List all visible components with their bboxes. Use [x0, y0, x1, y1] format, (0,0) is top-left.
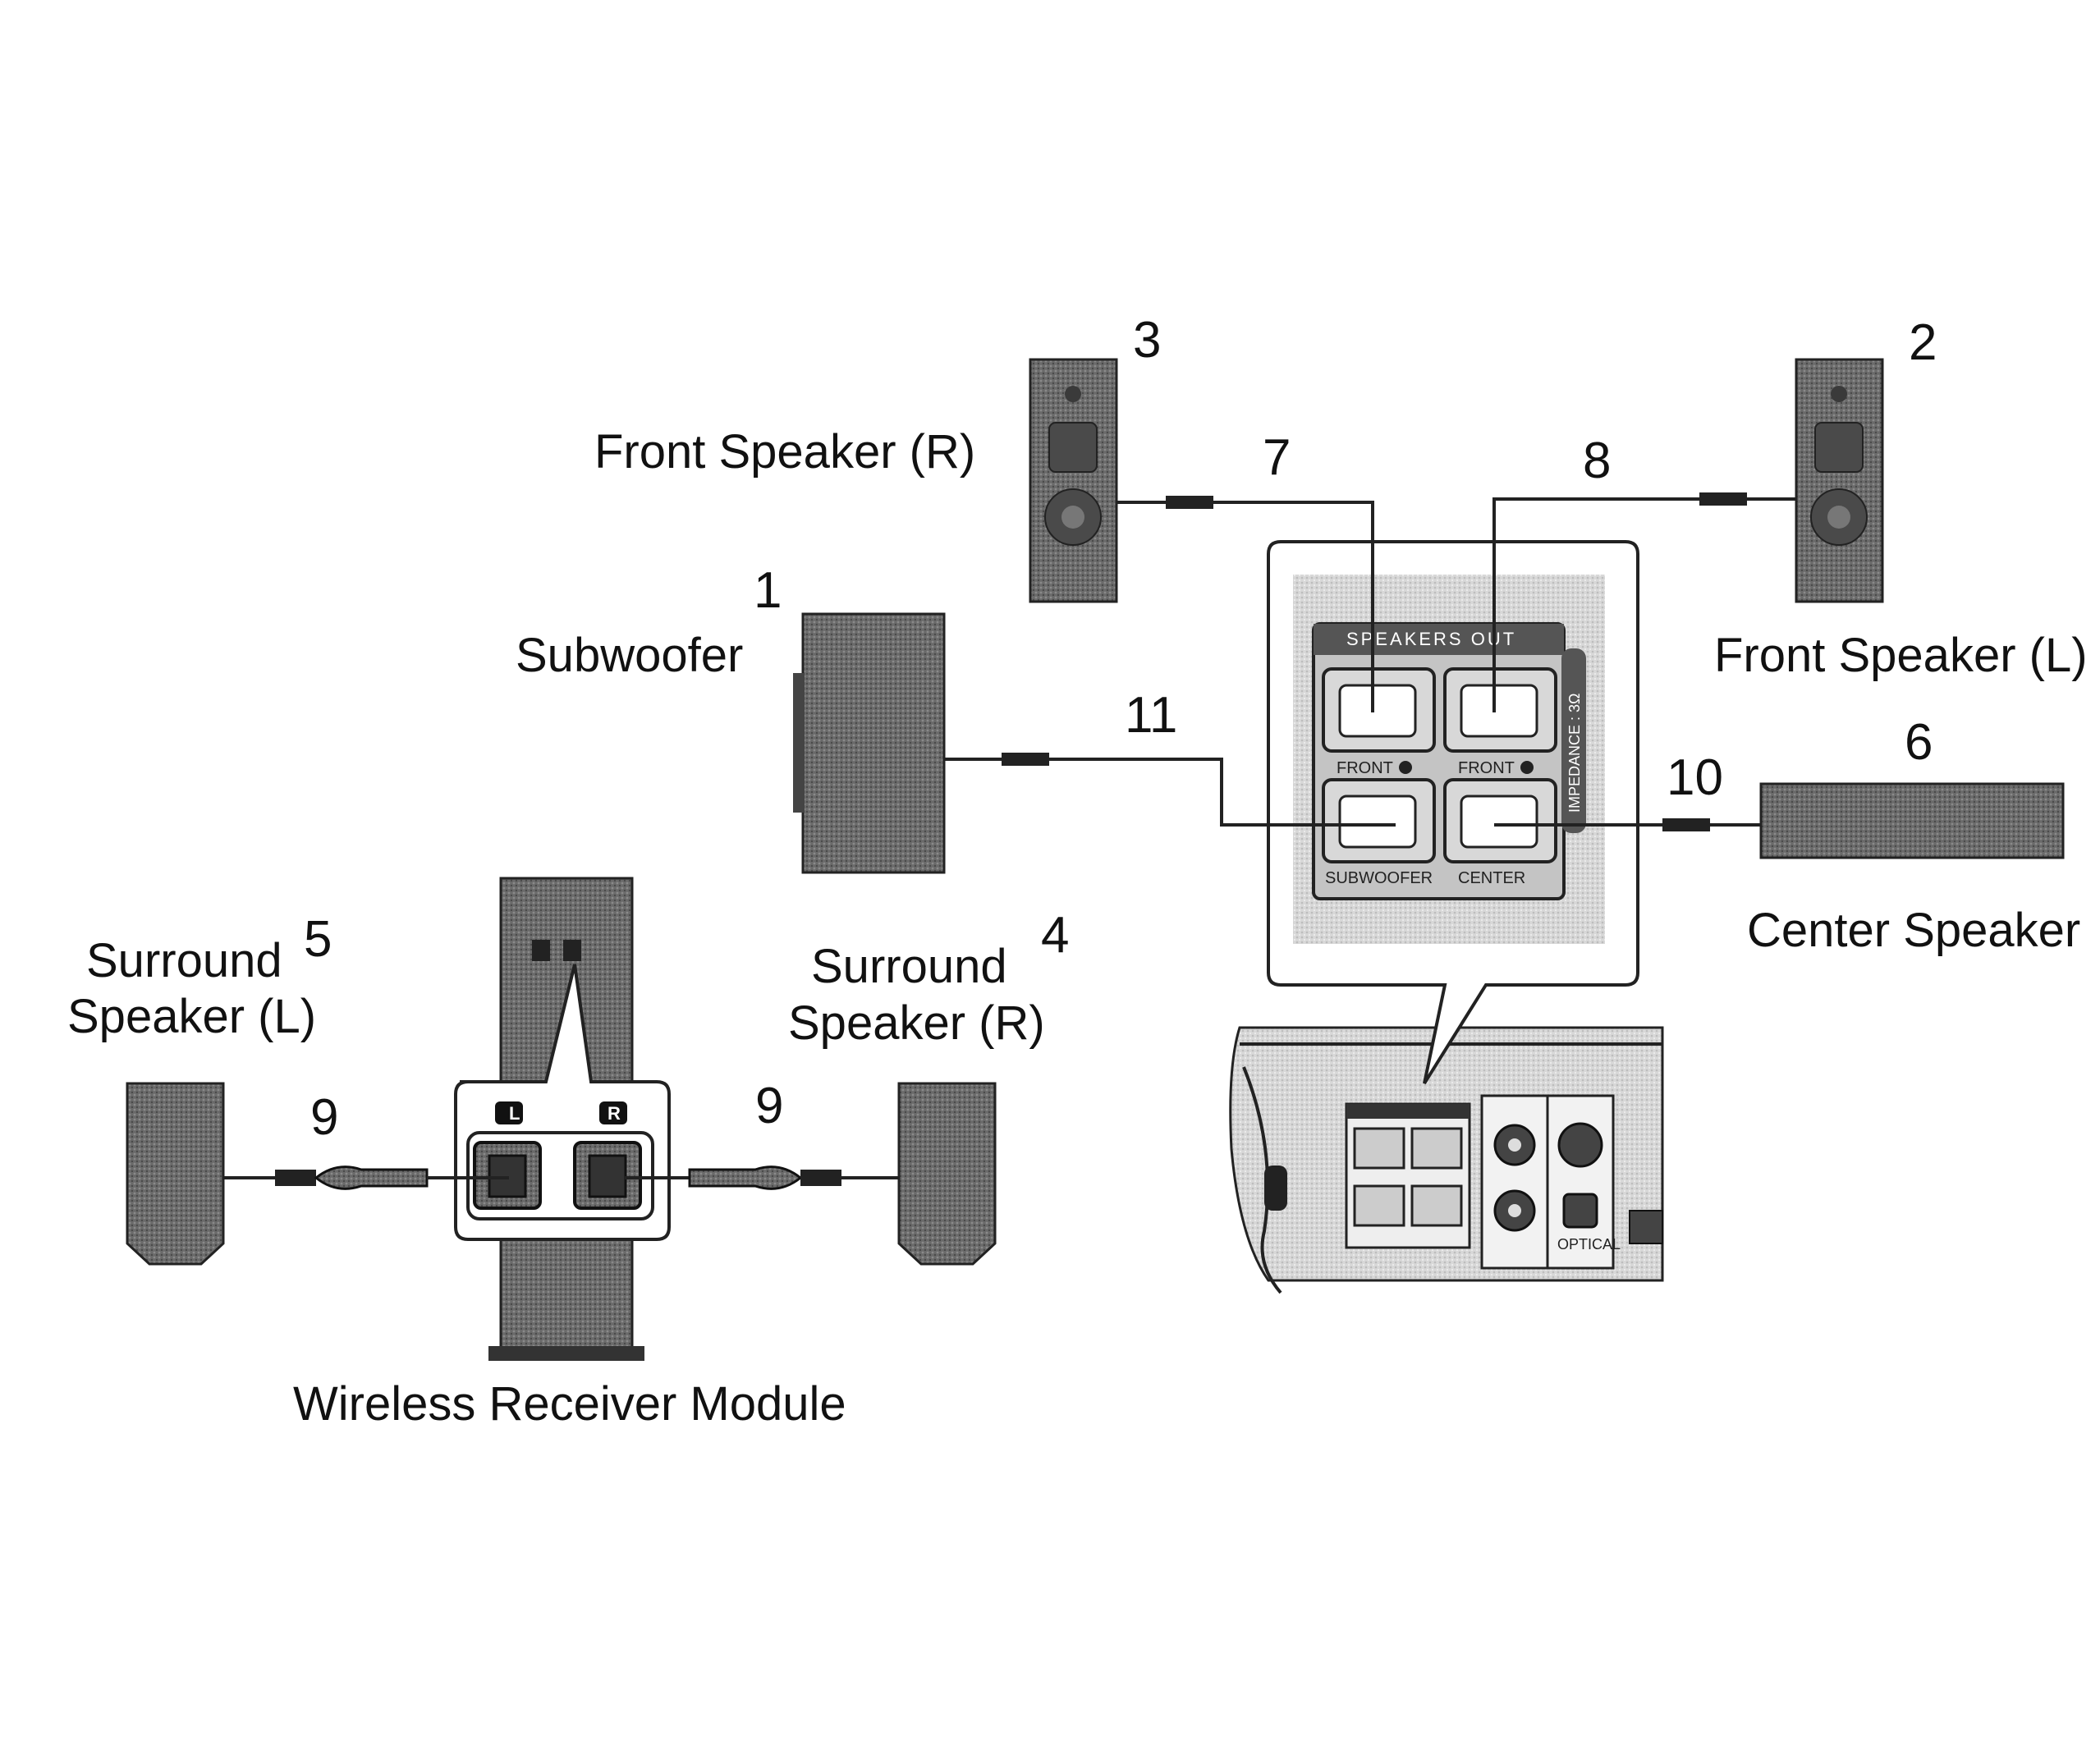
main-unit-rear-icon: [1229, 1026, 1664, 1294]
panel-jack-subwoofer: SUBWOOFER: [1325, 869, 1433, 887]
number-cable-surround-l: 9: [310, 1089, 338, 1146]
number-front-speaker-l: 2: [1909, 314, 1937, 371]
front-speaker-l-icon: [1795, 358, 1884, 603]
cable-subwoofer: [944, 753, 1396, 827]
subwoofer-icon: [793, 612, 946, 874]
panel-jack-center: CENTER: [1458, 869, 1525, 887]
number-subwoofer: 1: [754, 562, 782, 619]
cable-surround-r: [624, 1166, 899, 1190]
center-speaker-icon: [1759, 782, 2065, 859]
label-surround-speaker-r-line1: Surround: [811, 940, 1007, 993]
label-wireless-receiver-module: Wireless Receiver Module: [293, 1377, 846, 1431]
panel-title: SPEAKERS OUT: [1346, 629, 1516, 649]
number-surround-speaker-r: 4: [1041, 907, 1069, 964]
panel-jack-front-1: FRONT: [1337, 759, 1393, 777]
number-center-speaker: 6: [1905, 714, 1933, 771]
wireless-receiver-module-icon: [454, 877, 671, 1361]
cable-front-l: [1492, 492, 1796, 712]
speakers-out-panel-callout: [1267, 540, 1639, 1085]
panel-jack-front-2: FRONT: [1458, 759, 1515, 777]
surround-speaker-r-icon: [897, 1082, 997, 1266]
label-surround-speaker-r-line2: Speaker (R): [788, 996, 1045, 1050]
label-front-speaker-l: Front Speaker (L): [1714, 629, 2088, 682]
front-speaker-r-icon: [1029, 358, 1118, 603]
cable-surround-l: [223, 1166, 509, 1190]
rear-optical-label: OPTICAL: [1557, 1236, 1621, 1253]
label-surround-speaker-l-line1: Surround: [86, 934, 282, 987]
number-front-speaker-r: 3: [1133, 312, 1161, 369]
surround-speaker-l-icon: [126, 1082, 225, 1266]
label-center-speaker: Center Speaker: [1747, 904, 2080, 957]
label-front-speaker-r: Front Speaker (R): [594, 425, 975, 479]
cable-front-r: [1116, 496, 1374, 712]
number-cable-front-l: 8: [1583, 433, 1611, 489]
number-surround-speaker-l: 5: [304, 911, 332, 968]
label-surround-speaker-l-line2: Speaker (L): [67, 990, 316, 1043]
receiver-l-label: L: [509, 1103, 520, 1124]
number-cable-front-r: 7: [1263, 429, 1291, 486]
number-cable-subwoofer: 11: [1125, 687, 1177, 744]
panel-impedance: IMPEDANCE : 3Ω: [1566, 694, 1583, 813]
number-cable-center: 10: [1667, 749, 1723, 806]
label-subwoofer: Subwoofer: [516, 629, 743, 682]
receiver-r-label: R: [608, 1103, 621, 1124]
cable-center: [1494, 818, 1761, 831]
number-cable-surround-r: 9: [755, 1078, 783, 1134]
